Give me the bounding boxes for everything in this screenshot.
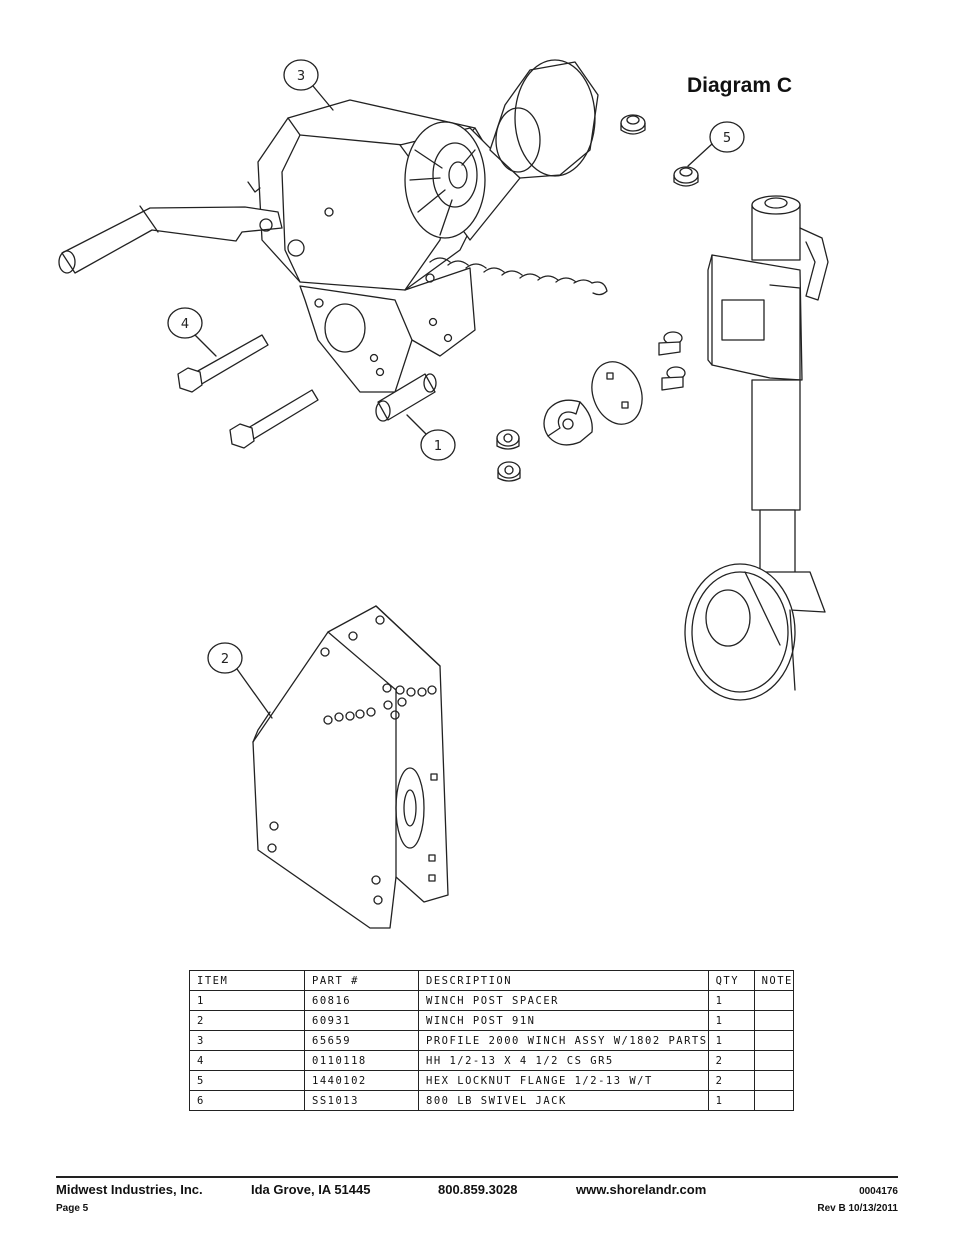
table-row: 3 65659 PROFILE 2000 WINCH ASSY W/1802 P… <box>189 1030 794 1051</box>
cell-qty: 1 <box>707 1030 755 1051</box>
cell-description: 800 LB SWIVEL JACK <box>418 1090 709 1111</box>
flange-nut <box>497 461 521 482</box>
callout-5: 5 <box>687 121 745 167</box>
callout-4: 4 <box>167 307 217 357</box>
cell-qty: 2 <box>707 1050 755 1071</box>
table-row: 1 60816 WINCH POST SPACER 1 <box>189 990 794 1011</box>
hex-bolt <box>177 334 269 393</box>
cell-part: 60931 <box>304 1010 419 1031</box>
callout-2: 2 <box>207 642 273 719</box>
hex-bolt <box>229 389 319 449</box>
header-qty: QTY <box>707 970 755 991</box>
cell-item: 3 <box>189 1030 305 1051</box>
jack-washer <box>543 361 643 446</box>
table-row: 4 0110118 HH 1/2-13 X 4 1/2 CS GR5 2 <box>189 1050 794 1071</box>
parts-table: ITEM PART # DESCRIPTION QTY NOTE 1 60816… <box>189 970 794 1111</box>
cell-part: 65659 <box>304 1030 419 1051</box>
cell-item: 2 <box>189 1010 305 1031</box>
diagram-title: Diagram C <box>687 74 793 97</box>
cell-description: HH 1/2-13 X 4 1/2 CS GR5 <box>418 1050 709 1071</box>
cell-description: PROFILE 2000 WINCH ASSY W/1802 PARTS <box>418 1030 709 1051</box>
winch-post-spacer <box>375 373 437 422</box>
cell-part: 0110118 <box>304 1050 419 1071</box>
cell-part: SS1013 <box>304 1090 419 1111</box>
cell-note <box>753 1050 794 1071</box>
flange-nut <box>620 114 646 135</box>
cell-part: 60816 <box>304 990 419 1011</box>
winch-post <box>252 605 449 929</box>
table-row: 2 60931 WINCH POST 91N 1 <box>189 1010 794 1031</box>
carriage-bolt <box>658 331 686 391</box>
cell-note <box>753 1090 794 1111</box>
callout-3: 3 <box>283 59 334 111</box>
footer-divider <box>56 1176 898 1178</box>
cell-item: 6 <box>189 1090 305 1111</box>
cell-note <box>753 1070 794 1091</box>
footer-website: www.shorelandr.com <box>576 1182 707 1197</box>
header-description: DESCRIPTION <box>418 970 709 991</box>
footer-phone: 800.859.3028 <box>438 1182 518 1197</box>
cell-item: 5 <box>189 1070 305 1091</box>
flange-nut <box>496 429 520 450</box>
footer-doc-number: 0004176 <box>859 1186 898 1197</box>
winch-assembly <box>58 59 608 393</box>
cell-qty: 1 <box>707 990 755 1011</box>
header-note: NOTE <box>753 970 794 991</box>
cell-note <box>753 990 794 1011</box>
cell-qty: 2 <box>707 1070 755 1091</box>
cell-note <box>753 1030 794 1051</box>
cell-description: WINCH POST 91N <box>418 1010 709 1031</box>
footer-revision: Rev B 10/13/2011 <box>817 1203 898 1214</box>
table-header-row: ITEM PART # DESCRIPTION QTY NOTE <box>189 970 794 991</box>
exploded-view-drawing: 3 5 4 1 2 <box>58 59 829 929</box>
cell-item: 4 <box>189 1050 305 1071</box>
footer-company: Midwest Industries, Inc. <box>56 1182 203 1197</box>
cell-qty: 1 <box>707 1010 755 1031</box>
callout-label: 2 <box>221 652 229 667</box>
callout-label: 5 <box>723 131 731 146</box>
footer-city: Ida Grove, IA 51445 <box>251 1182 371 1197</box>
cell-item: 1 <box>189 990 305 1011</box>
callout-label: 3 <box>297 69 305 84</box>
callout-label: 1 <box>434 439 442 454</box>
cell-description: HEX LOCKNUT FLANGE 1/2-13 W/T <box>418 1070 709 1091</box>
header-part: PART # <box>304 970 419 991</box>
header-item: ITEM <box>189 970 305 991</box>
cell-description: WINCH POST SPACER <box>418 990 709 1011</box>
cell-qty: 1 <box>707 1090 755 1111</box>
cell-part: 1440102 <box>304 1070 419 1091</box>
table-row: 5 1440102 HEX LOCKNUT FLANGE 1/2-13 W/T … <box>189 1070 794 1091</box>
callout-label: 4 <box>181 317 189 332</box>
cell-note <box>753 1010 794 1031</box>
flange-nut <box>673 166 699 187</box>
callout-1: 1 <box>406 414 456 461</box>
footer-page-number: Page 5 <box>56 1203 89 1214</box>
swivel-jack <box>684 195 829 701</box>
table-row: 6 SS1013 800 LB SWIVEL JACK 1 <box>189 1090 794 1111</box>
